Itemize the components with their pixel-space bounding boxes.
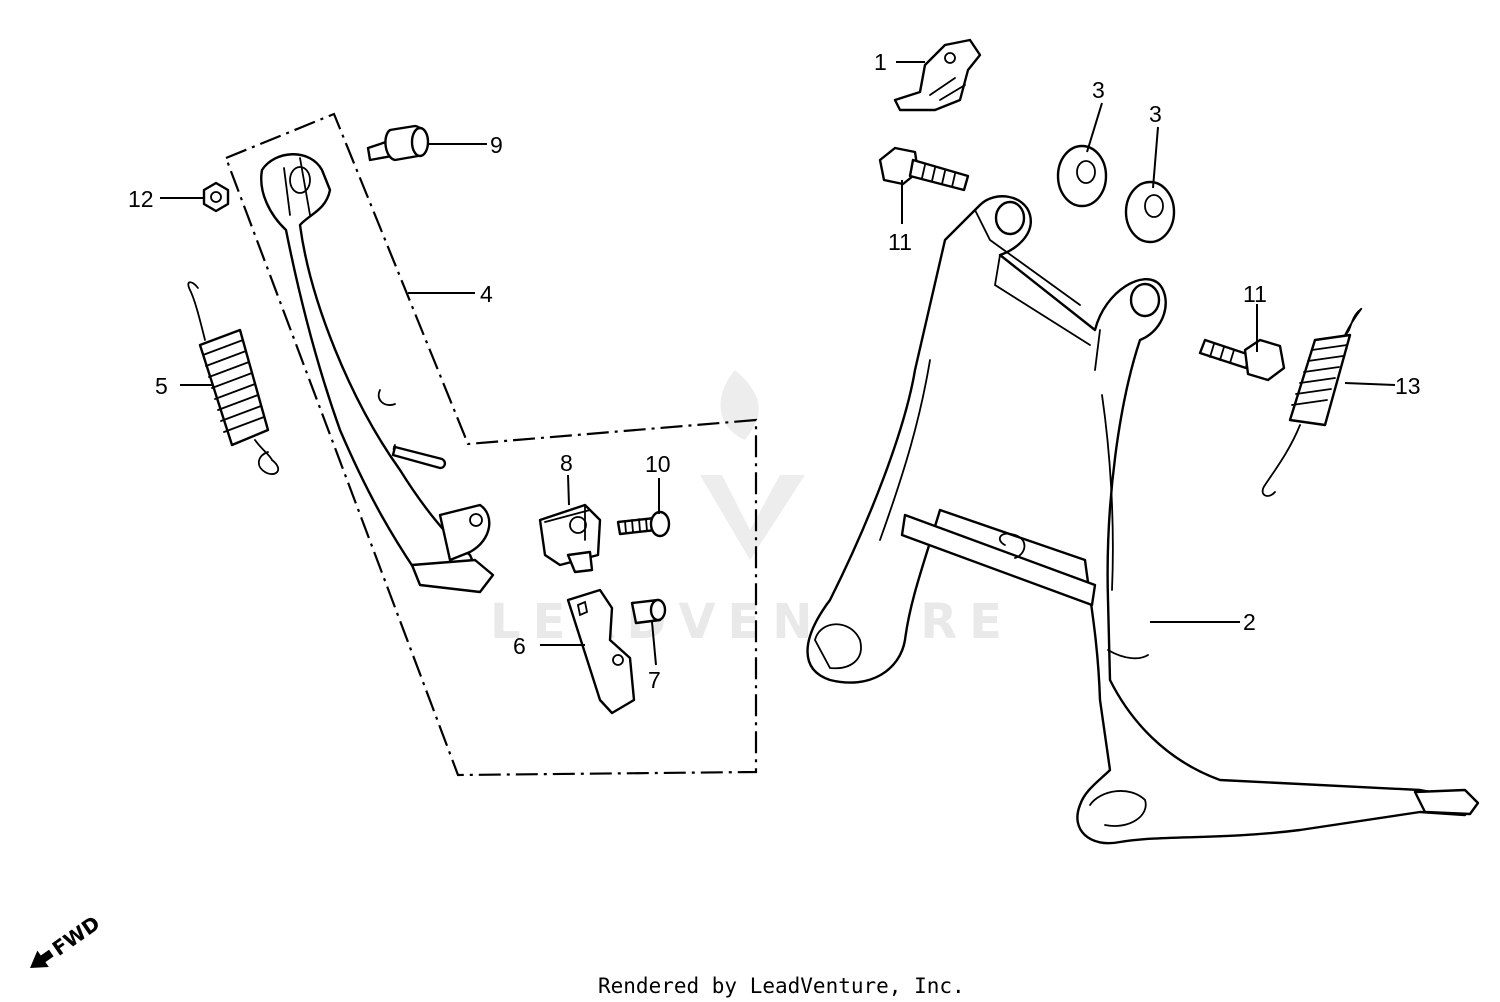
main-stand[interactable] <box>806 195 1480 845</box>
callout-10: 10 <box>645 451 671 477</box>
footer-credit: Rendered by LeadVenture, Inc. <box>598 974 965 998</box>
side-stand-dashed-region <box>224 112 758 777</box>
washer-3a[interactable] <box>1056 144 1108 208</box>
bolt-11-lower[interactable] <box>1198 338 1286 382</box>
callout-11b: 11 <box>1243 281 1267 307</box>
callout-11a: 11 <box>888 229 912 255</box>
callout-3a: 3 <box>1092 77 1105 103</box>
switch-bracket-6[interactable] <box>566 588 636 715</box>
callouts: 1 3 3 11 11 13 2 4 9 12 5 8 10 6 7 <box>128 49 1421 693</box>
spring-5[interactable] <box>187 281 280 475</box>
callout-5: 5 <box>155 373 168 399</box>
callout-4: 4 <box>480 281 493 307</box>
callout-13: 13 <box>1395 373 1421 399</box>
collar-7[interactable] <box>630 598 667 625</box>
washer-3b[interactable] <box>1124 180 1176 244</box>
forward-indicator: FWD <box>30 911 105 968</box>
callout-1: 1 <box>874 49 887 75</box>
leader-lines <box>160 61 1396 666</box>
callout-2: 2 <box>1243 609 1256 635</box>
callout-9: 9 <box>490 132 503 158</box>
forward-arrow-icon <box>30 949 54 968</box>
bolt-11-upper[interactable] <box>878 146 970 192</box>
bracket-1[interactable] <box>893 38 982 112</box>
spring-13[interactable] <box>1261 307 1363 497</box>
callout-7: 7 <box>648 667 661 693</box>
callout-8: 8 <box>560 450 573 476</box>
callout-3b: 3 <box>1149 101 1162 127</box>
callout-6: 6 <box>513 633 526 659</box>
side-stand[interactable] <box>260 153 495 594</box>
screw-10[interactable] <box>616 510 671 538</box>
nut-12[interactable] <box>202 181 230 213</box>
switch-8[interactable] <box>538 503 602 574</box>
bolt-9[interactable] <box>366 124 430 162</box>
callout-12: 12 <box>128 186 154 212</box>
forward-label: FWD <box>48 911 105 961</box>
